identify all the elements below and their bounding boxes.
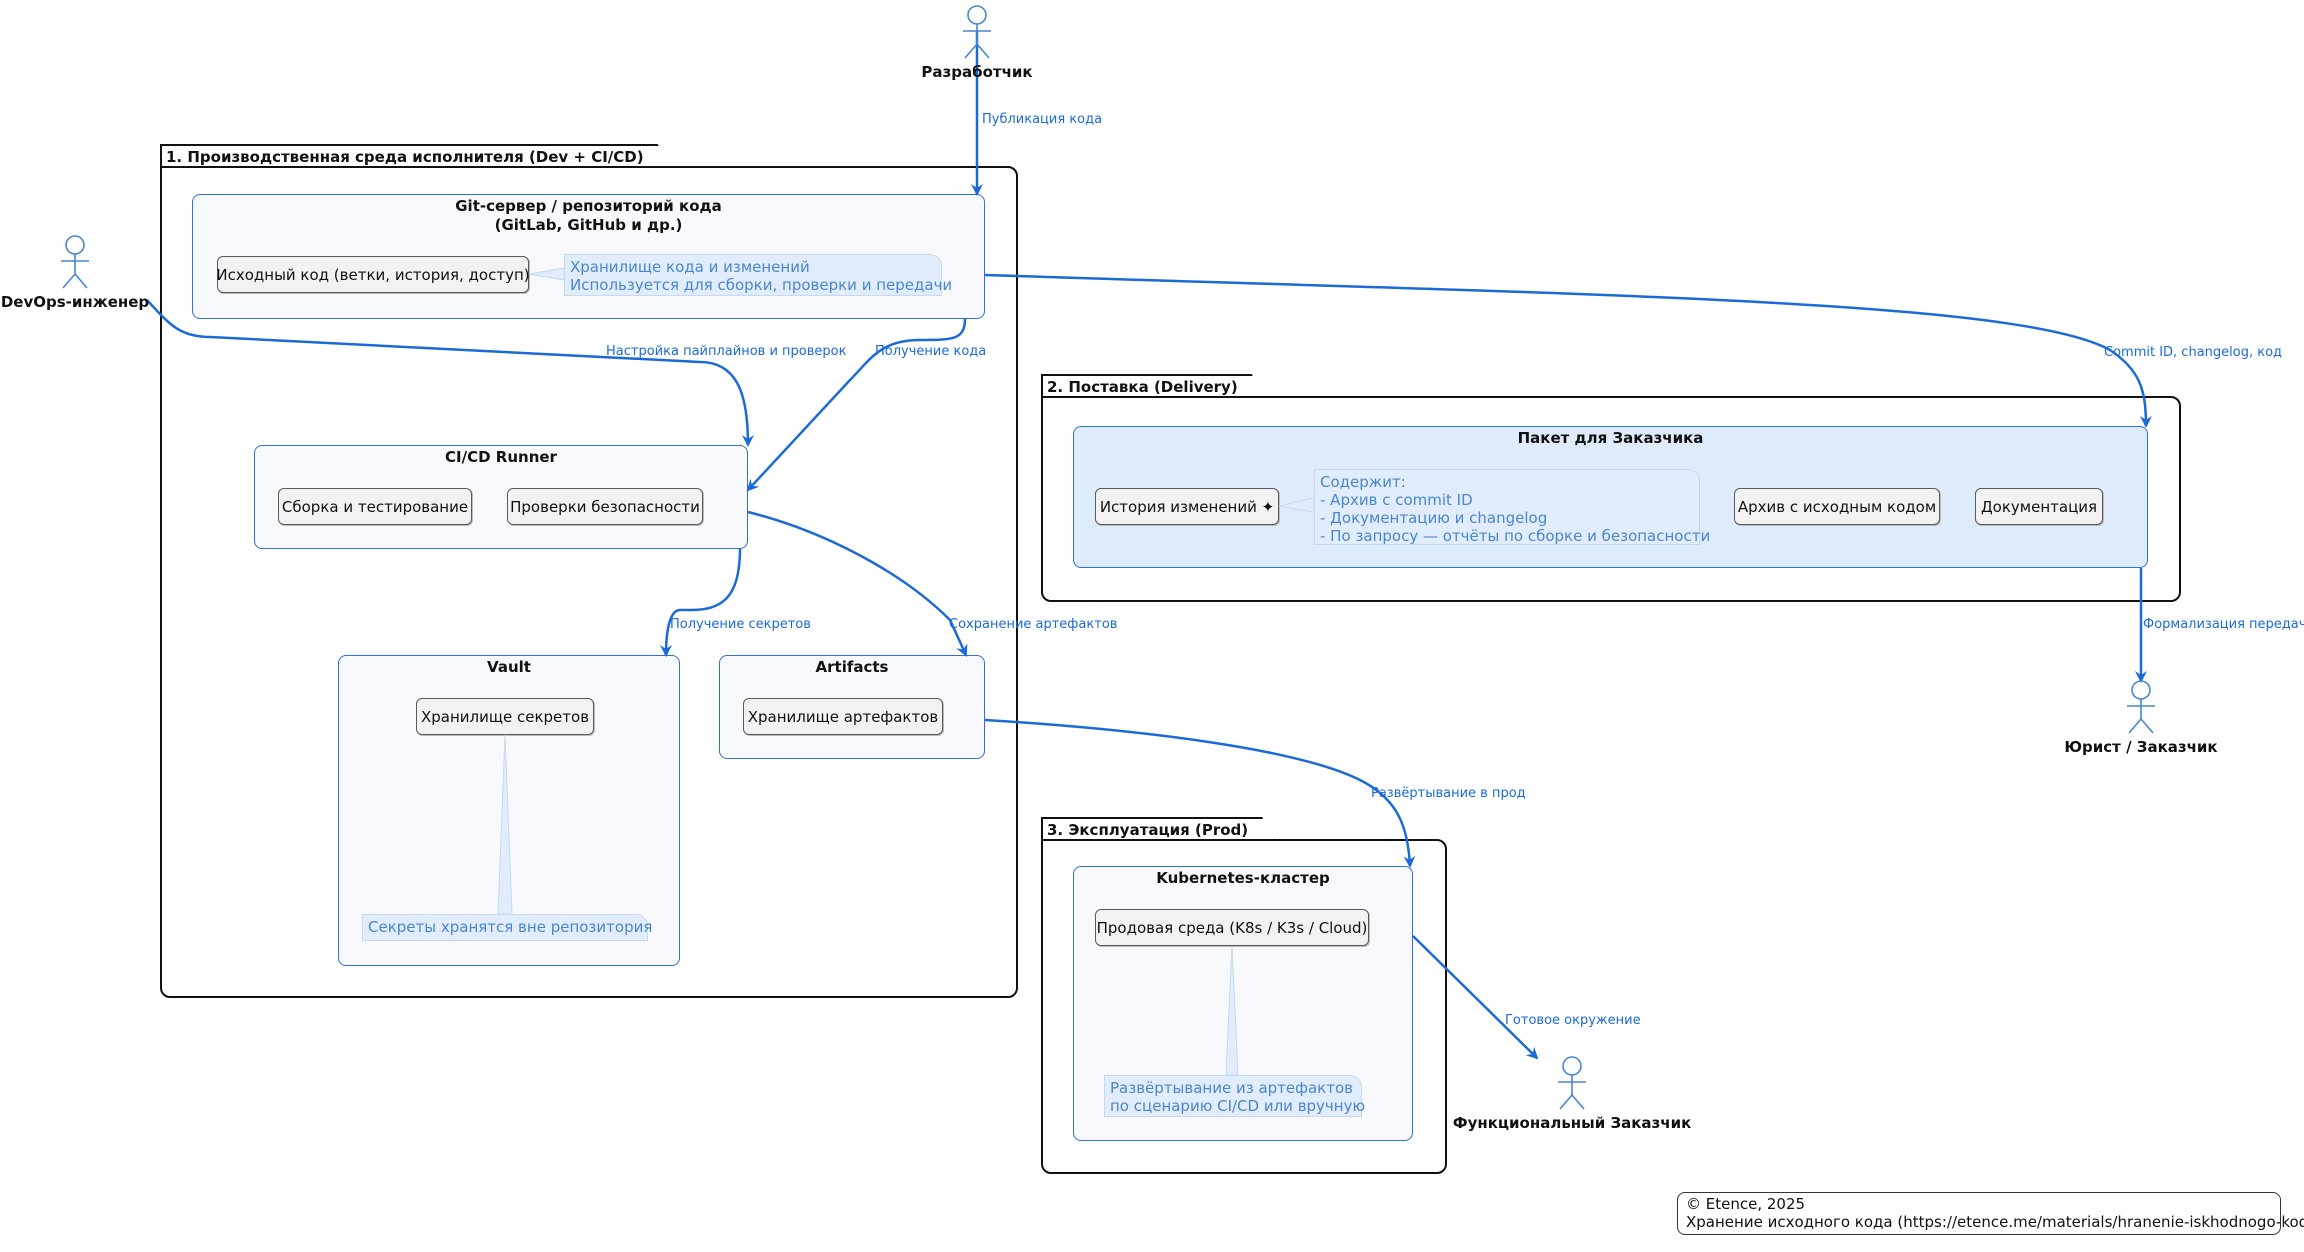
legend-copyright: © Etence, 2025: [1686, 1195, 1806, 1213]
edge-label-publish: Публикация кода: [982, 112, 1103, 127]
edge-label-save-artifacts: Сохранение артефактов: [949, 617, 1118, 632]
edge-label-ready: Готовое окружение: [1505, 1013, 1641, 1028]
source-code-box: Исходный код (ветки, история, доступ): [216, 256, 530, 293]
edge-pipelines: [146, 299, 754, 447]
edge-label-commit: Commit ID, changelog, код: [2104, 345, 2283, 360]
vault-title: Vault: [487, 658, 531, 676]
git-server-title: Git-сервер / репозиторий кода: [455, 197, 722, 215]
edge-get-code: [746, 318, 967, 492]
edge-label-get-code: Получение кода: [875, 344, 987, 359]
customer-package-title: Пакет для Заказчика: [1517, 429, 1704, 447]
git-note-line-1: Хранилище кода и изменений: [570, 258, 810, 276]
git-note-connector: [528, 267, 565, 281]
edge-label-formalize: Формализация передачи: [2143, 617, 2304, 632]
secrets-storage-box: Хранилище секретов: [416, 698, 594, 735]
lawyer-actor-name: Юрист / Заказчик: [2064, 738, 2218, 756]
package-note-connector: [1278, 497, 1315, 513]
edge-label-get-secrets: Получение секретов: [670, 617, 811, 632]
edge-deploy: [984, 718, 1416, 868]
legend-source: Хранение исходного кода (https://etence.…: [1686, 1213, 2304, 1231]
edge-ready: [1412, 935, 1539, 1060]
change-history-box: История изменений ✦: [1095, 488, 1279, 525]
edge-label-deploy: Развёртывание в прод: [1371, 786, 1526, 801]
kubernetes-note-connector: [1225, 945, 1239, 1076]
devops-actor-name: DevOps-инженер: [0, 293, 150, 311]
kubernetes-title: Kubernetes-кластер: [1156, 869, 1330, 887]
documentation-box: Документация: [1975, 488, 2103, 525]
kubernetes-note-line-1: Развёртывание из артефактов: [1110, 1079, 1353, 1097]
functional-customer-actor-icon: [1558, 1056, 1586, 1110]
package-dev-tab: 1. Производственная среда исполнителя (D…: [160, 144, 672, 169]
vault-note-connector: [497, 734, 513, 915]
package-note: Содержит: - Архив с commit ID - Документ…: [1314, 469, 1711, 545]
kubernetes-note: Развёртывание из артефактов по сценарию …: [1104, 1075, 1366, 1117]
artifacts-storage-box: Хранилище артефактов: [743, 698, 943, 735]
package-note-line-3: - Документацию и changelog: [1320, 509, 1548, 527]
package-note-line-1: Содержит:: [1320, 473, 1406, 491]
package-note-line-4: - По запросу — отчёты по сборке и безопа…: [1320, 527, 1711, 545]
git-server-subtitle: (GitLab, GitHub и др.): [494, 216, 683, 234]
lawyer-actor-icon: [2127, 680, 2155, 734]
cicd-runner-title: CI/CD Runner: [445, 448, 557, 466]
edge-label-pipelines: Настройка пайплайнов и проверок: [606, 344, 847, 359]
functional-customer-actor-name: Функциональный Заказчик: [1452, 1114, 1692, 1132]
copyright-legend: © Etence, 2025 Хранение исходного кода (…: [1677, 1192, 2304, 1235]
source-archive-box: Архив с исходным кодом: [1734, 488, 1940, 525]
developer-actor-name: Разработчик: [921, 63, 1033, 81]
devops-actor-icon: [61, 235, 89, 289]
git-note: Хранилище кода и изменений Используется …: [564, 254, 953, 296]
git-note-line-2: Используется для сборки, проверки и пере…: [570, 276, 953, 294]
edge-get-secrets: [660, 548, 742, 657]
package-note-line-2: - Архив с commit ID: [1320, 491, 1473, 509]
edge-save-artifacts: [747, 510, 968, 657]
vault-note: Секреты хранятся вне репозитория: [362, 914, 652, 941]
developer-actor-icon: [963, 5, 991, 59]
artifacts-title: Artifacts: [815, 658, 889, 676]
build-test-box: Сборка и тестирование: [278, 488, 472, 525]
kubernetes-note-line-2: по сценарию CI/CD или вручную: [1110, 1097, 1366, 1115]
prod-environment-box: Продовая среда (K8s / K3s / Cloud): [1095, 909, 1369, 946]
edge-commit: [984, 273, 2152, 428]
security-checks-box: Проверки безопасности: [507, 488, 703, 525]
package-prod-tab: 3. Эксплуатация (Prod): [1041, 817, 1276, 842]
